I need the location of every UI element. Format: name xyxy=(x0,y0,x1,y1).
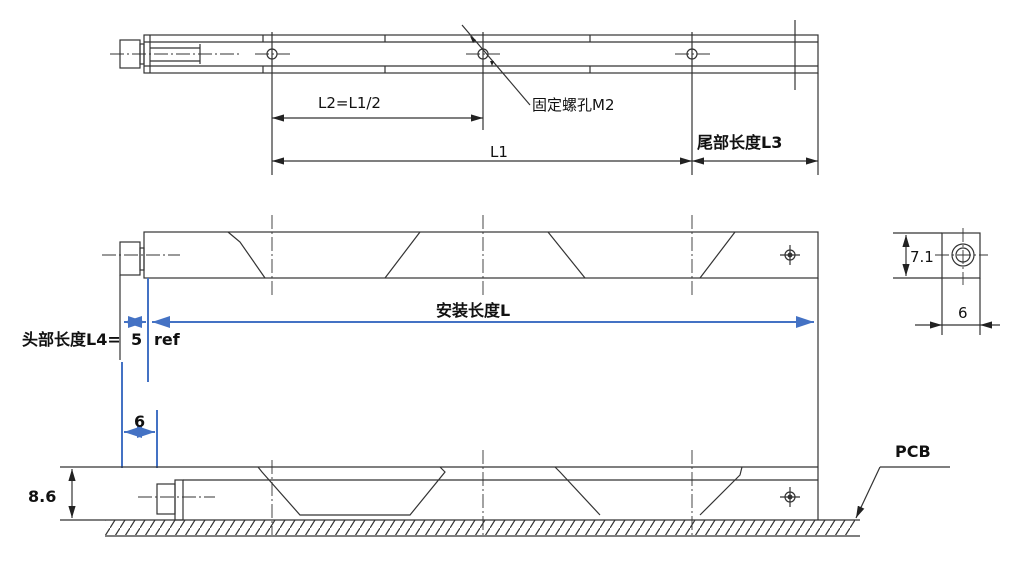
head-length-label: 头部长度L4= xyxy=(22,330,121,349)
front-view xyxy=(102,215,819,520)
tail-length-label: 尾部长度L3 xyxy=(697,133,782,152)
offset-6-label: 6 xyxy=(134,412,145,431)
l2-label: L2=L1/2 xyxy=(318,94,381,112)
side-view: 7.1 6 xyxy=(893,228,1000,335)
height-label: 8.6 xyxy=(28,487,56,506)
l1-label: L1 xyxy=(490,143,508,161)
screw-icon xyxy=(780,245,800,265)
pcb-hatch xyxy=(105,520,855,535)
top-view: L2=L1/2 L1 固定螺孔M2 尾部长度L3 xyxy=(110,20,819,175)
mount-hole-label: 固定螺孔M2 xyxy=(532,96,615,114)
install-length-label: 安装长度L xyxy=(436,301,510,320)
mounted-view: 8.6 PCB xyxy=(28,442,950,537)
screw-icon xyxy=(780,487,800,507)
side-width-label: 6 xyxy=(958,304,968,322)
ref-label: ref xyxy=(154,330,181,349)
pcb-label: PCB xyxy=(895,442,931,461)
head-length-value: 5 xyxy=(131,330,142,349)
install-dimensions: 安装长度L 头部长度L4= 5 ref 6 xyxy=(22,278,814,468)
side-height-label: 7.1 xyxy=(910,248,934,266)
